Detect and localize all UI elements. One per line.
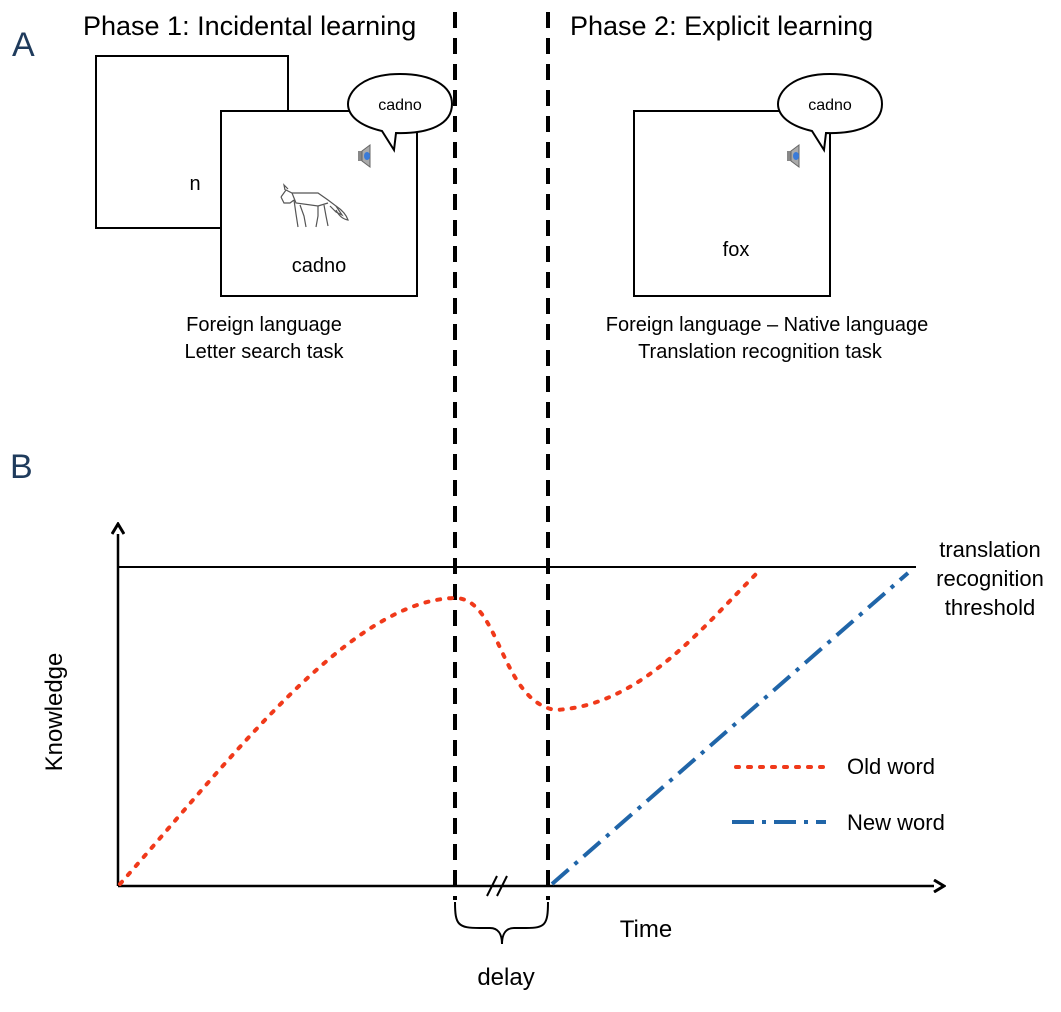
old-word-curve (118, 568, 762, 886)
legend-new-label: New word (847, 810, 945, 835)
phase2-speech-text: cadno (808, 97, 852, 114)
phase1-caption-line2: Letter search task (185, 341, 345, 363)
phase2-card: fox (633, 110, 831, 297)
phase1-caption-line1: Foreign language (186, 314, 342, 336)
phase2-caption-line2: Translation recognition task (638, 341, 883, 363)
phase1-title: Phase 1: Incidental learning (83, 11, 416, 41)
phase1-front-card: cadno (220, 110, 418, 297)
back-card-letter: n (189, 173, 200, 195)
y-axis-label: Knowledge (41, 653, 68, 772)
threshold-label-line3: threshold (945, 595, 1036, 620)
axis-break-mark (486, 875, 508, 897)
threshold-label-line1: translation (939, 537, 1041, 562)
phase2-caption-line1: Foreign language – Native language (606, 314, 928, 336)
front-card-word: cadno (292, 255, 347, 277)
delay-brace (454, 901, 549, 945)
phase2-speech-bubble: cadno (776, 72, 884, 153)
panel-label-b: B (10, 448, 33, 486)
fox-icon (280, 183, 349, 228)
delay-label: delay (477, 964, 534, 991)
phase1-speech-bubble: cadno (346, 72, 454, 153)
speaker-icon (787, 144, 800, 168)
legend-old-label: Old word (847, 754, 935, 779)
panel-label-a: A (12, 26, 35, 64)
phase2-title: Phase 2: Explicit learning (570, 11, 873, 41)
threshold-label-line2: recognition (936, 566, 1044, 591)
x-axis-label: Time (620, 916, 672, 943)
new-word-line (550, 571, 910, 886)
phase1-speech-text: cadno (378, 97, 422, 114)
legend: Old word New word (732, 754, 945, 835)
phase2-card-word: fox (723, 239, 750, 261)
speaker-icon (358, 144, 371, 168)
